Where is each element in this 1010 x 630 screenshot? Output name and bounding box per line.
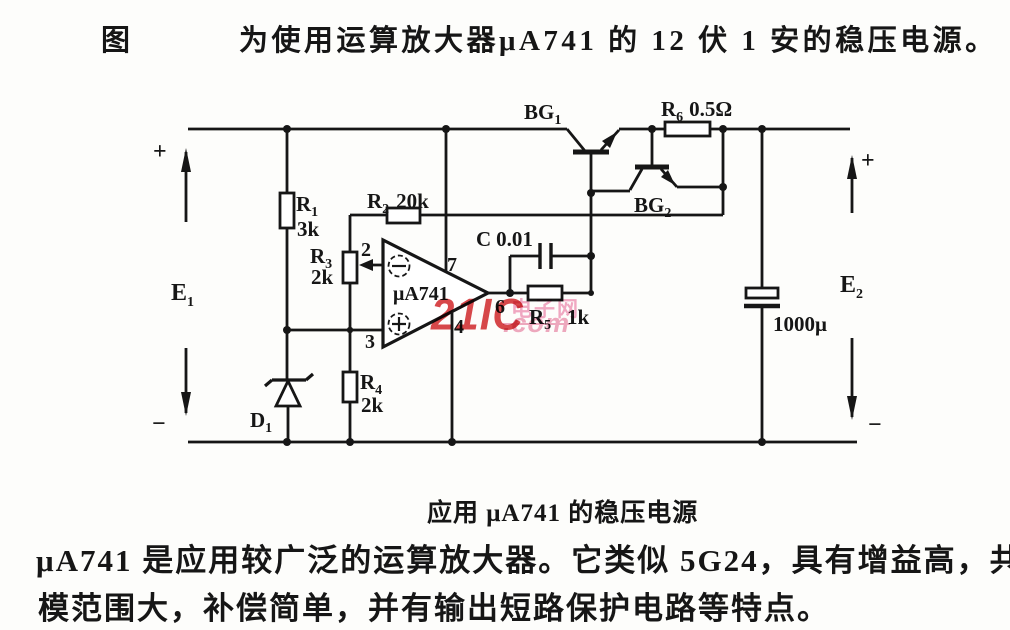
e2-minus-sign: − (868, 412, 882, 438)
bg1-label: BG1 (524, 100, 561, 128)
pin-6: 6 (495, 296, 505, 318)
pin-4: 4 (454, 316, 464, 338)
figure-label: 图 (101, 25, 133, 57)
r5-label: R5 (529, 305, 551, 333)
resistor-r2-body (385, 206, 422, 225)
pin-7: 7 (447, 254, 457, 276)
resistor-r6-body (663, 120, 712, 138)
resistor-r1-body (278, 191, 296, 230)
thick-elements (263, 149, 780, 388)
body-text-line2: 模范围大，补偿简单，并有输出短路保护电路等特点。 (38, 591, 830, 626)
junction-dots (283, 125, 766, 446)
e1-down-arrow (181, 392, 191, 416)
opamp-input-marks (387, 254, 411, 336)
r3-label: R3 (310, 244, 332, 272)
r3-wiper-arrow (359, 259, 373, 271)
e1-up-arrow (181, 148, 191, 172)
e2-down-arrow (847, 396, 857, 420)
e2-plus-sign: + (861, 148, 875, 174)
opamp-pin-wires (287, 129, 528, 442)
r2-r3-r4-branch (348, 213, 387, 442)
circuit-caption: 应用 μA741 的稳压电源 (427, 500, 699, 527)
r4-label: R4 (360, 370, 382, 398)
plus-mark (392, 317, 406, 331)
power-rails (188, 127, 857, 444)
watermark-cn-text: 电子网 (511, 298, 580, 321)
watermark-com-text: .com (503, 308, 571, 338)
r4-value: 2k (361, 393, 384, 417)
c1-r5-wires (508, 254, 591, 295)
inverting-input-circle (387, 254, 411, 278)
r1-label: R1 (296, 192, 318, 220)
pin-3: 3 (365, 331, 375, 353)
capacitor-c1-plates (538, 243, 553, 269)
resistor-r5-body (526, 284, 564, 302)
r5-value: 1k (567, 305, 590, 329)
bg2-emitter-arrow (661, 170, 675, 185)
figure-title: 为使用运算放大器μA741 的 12 伏 1 安的稳压电源。 (239, 25, 998, 57)
body-text-line1: μA741 是应用较广泛的运算放大器。它类似 5G24，具有增益高，共 (36, 543, 1010, 578)
opamp-name: μA741 (393, 283, 449, 305)
watermark-21ic-logo: 21IC (431, 289, 524, 340)
c2-value: 1000μ (773, 312, 827, 336)
e2-label: E2 (840, 272, 863, 302)
feedback-wire (420, 129, 725, 217)
r1-value: 3k (297, 217, 320, 241)
r1-d1-branch (285, 129, 290, 442)
resistor-r3-body (341, 250, 359, 285)
polarity-arrow-shafts (184, 152, 854, 417)
bg2-label: BG2 (634, 193, 671, 221)
capacitor-c2-top-plate (744, 286, 780, 300)
zener-d1-cathode-bar (263, 372, 315, 388)
e1-plus-sign: + (153, 139, 167, 165)
arrowheads (181, 132, 857, 420)
r3-value: 2k (311, 265, 334, 289)
noninverting-input-circle (387, 312, 411, 336)
e1-label: E1 (171, 280, 194, 310)
e1-minus-sign: − (152, 411, 166, 437)
pin-2: 2 (361, 239, 371, 261)
zener-d1-triangle (273, 377, 303, 408)
d1-label: D1 (250, 408, 272, 436)
bg1-emitter-arrow (602, 132, 617, 148)
resistor-r4-body (341, 370, 359, 404)
e2-up-arrow (847, 155, 857, 179)
